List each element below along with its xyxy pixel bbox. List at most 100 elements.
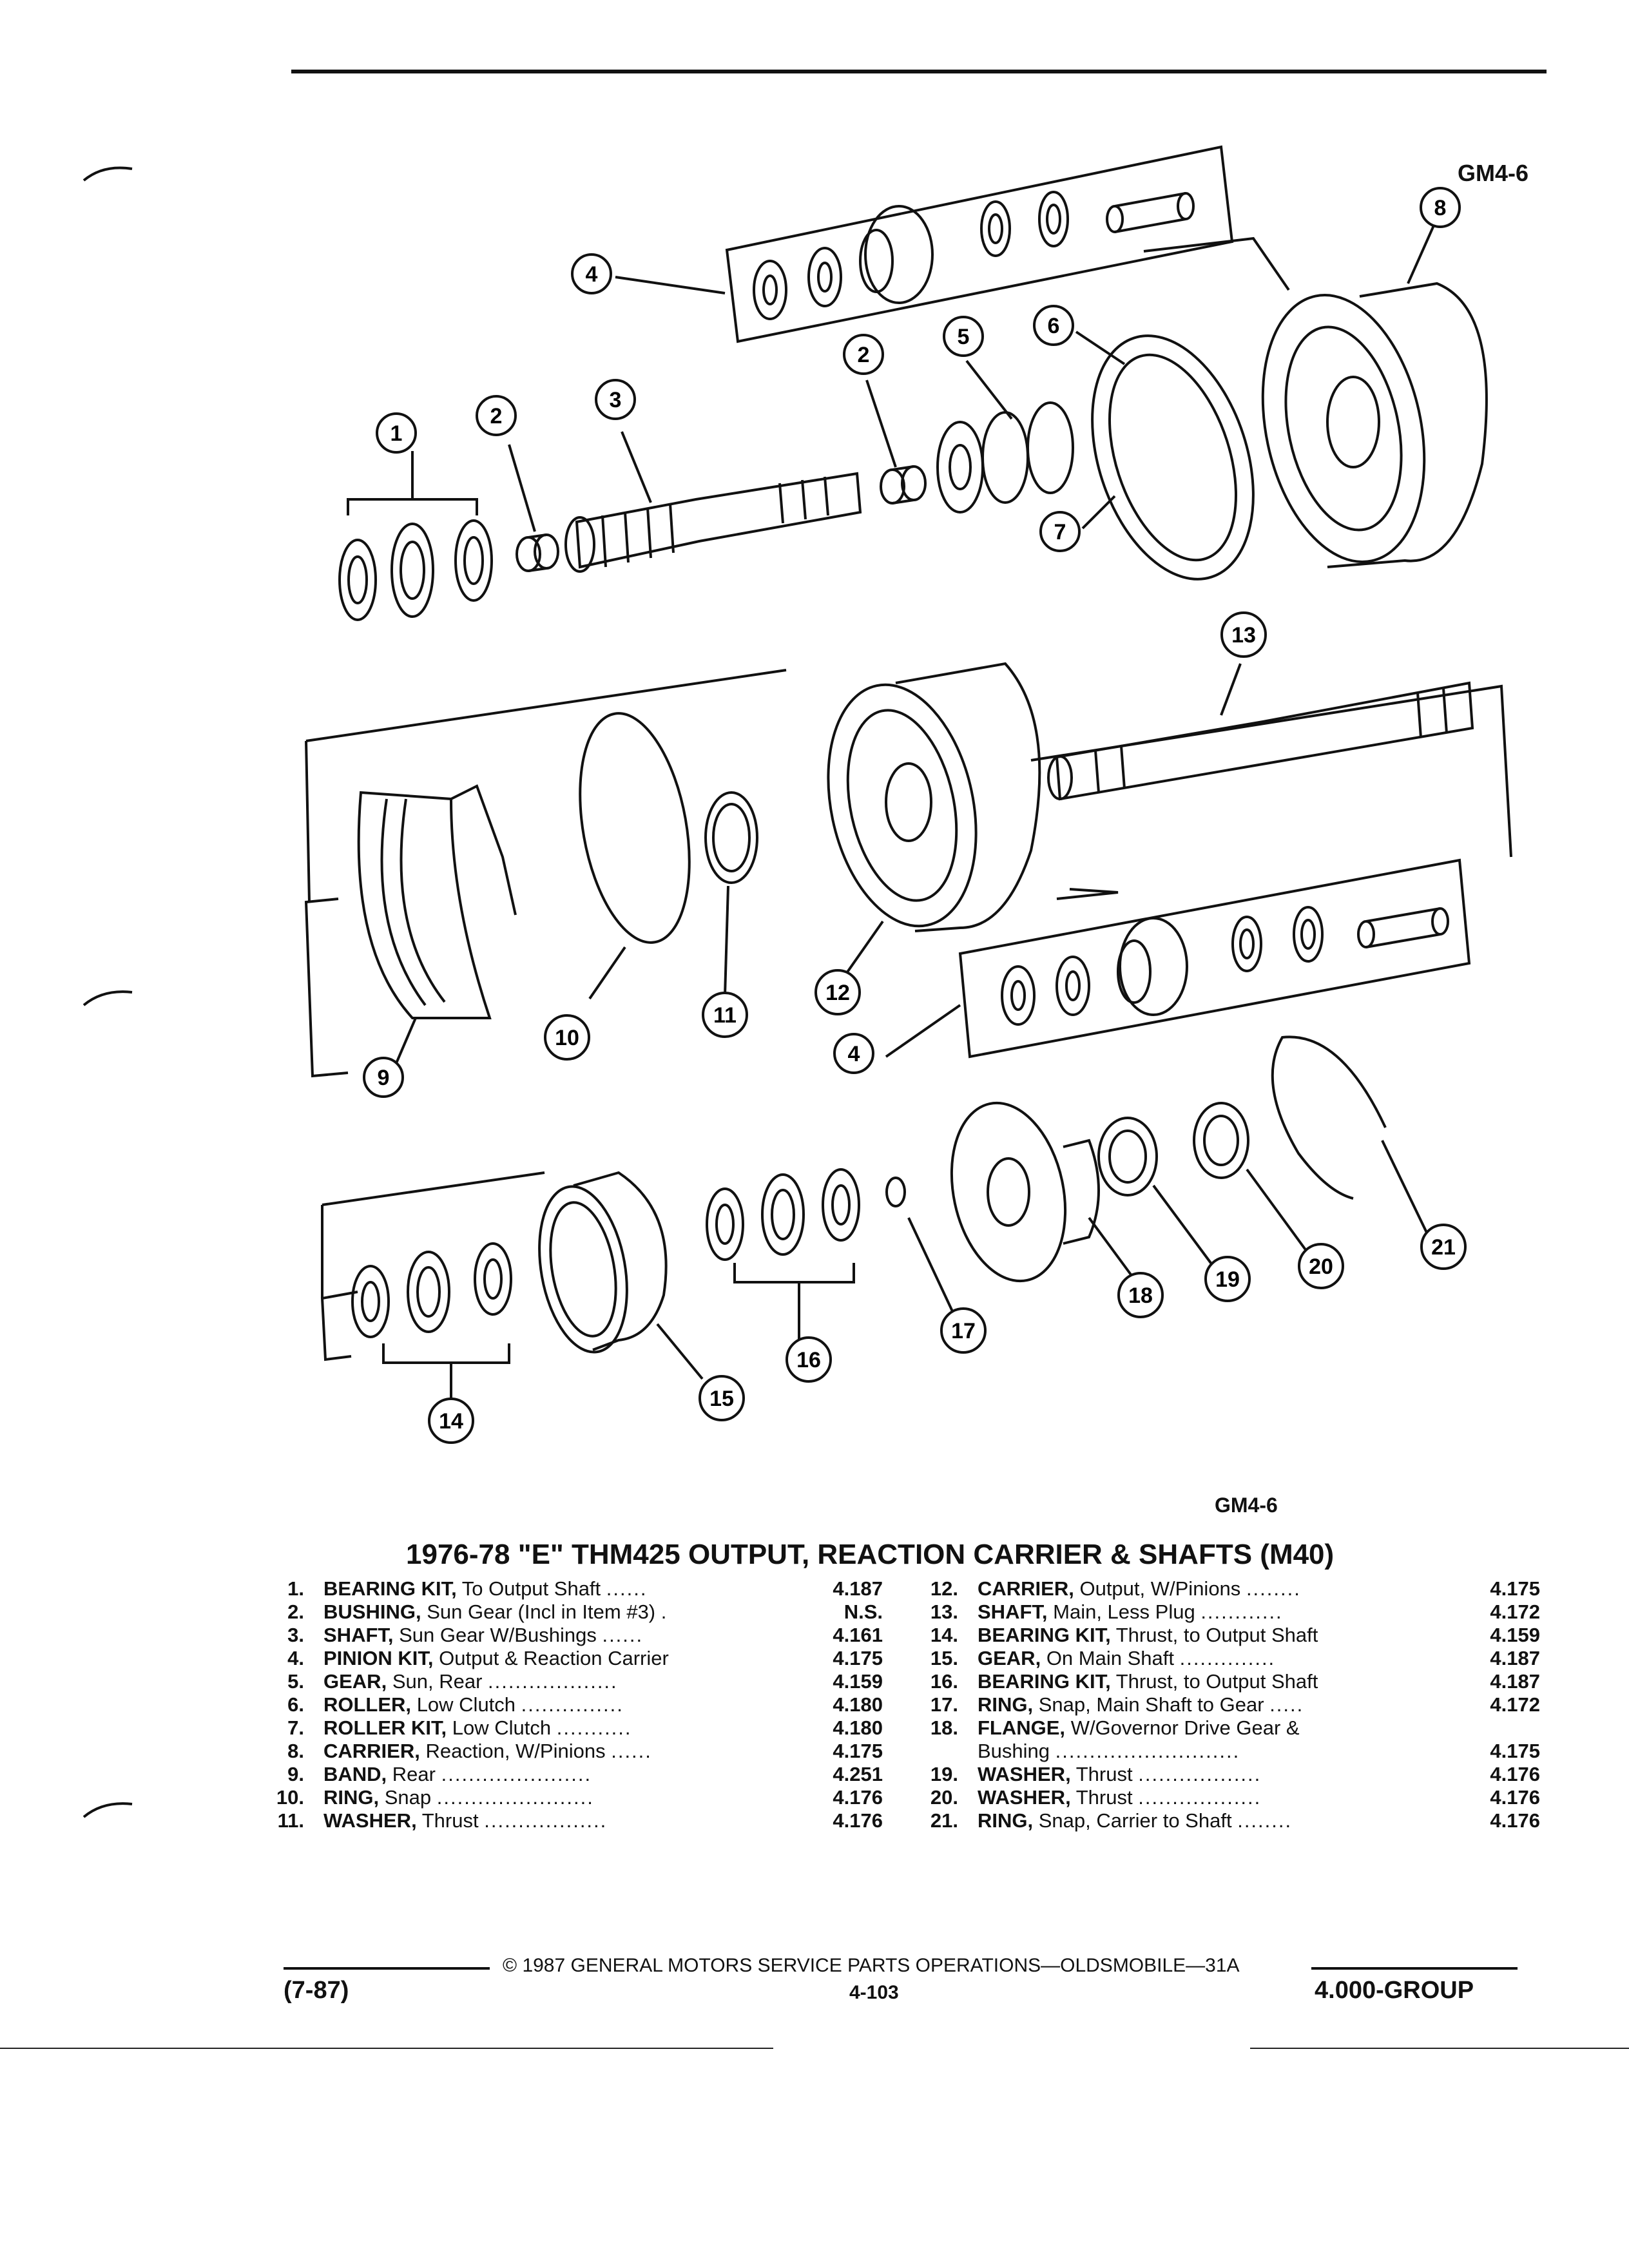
footer-rule-left xyxy=(284,1967,490,1970)
part-number: 9. xyxy=(287,1763,304,1785)
pinion-kit-4-top xyxy=(753,191,1195,320)
part-description: WASHER, Thrust .................. xyxy=(978,1763,1422,1786)
part-description: PINION KIT, Output & Reaction Carrier xyxy=(323,1647,762,1670)
group-number: 4.176 xyxy=(833,1809,883,1832)
footer-copyright: © 1987 GENERAL MOTORS SERVICE PARTS OPER… xyxy=(503,1955,1240,1976)
svg-text:15: 15 xyxy=(709,1387,734,1411)
main-shaft-gear-15 xyxy=(538,1171,668,1354)
part-detail: Bushing xyxy=(978,1740,1050,1762)
part-description: GEAR, Sun, Rear ................... xyxy=(323,1670,762,1693)
bottom-rule-right xyxy=(1250,2048,1629,2049)
part-detail: Thrust xyxy=(421,1809,479,1832)
dot-leader: ........ xyxy=(1246,1577,1301,1600)
svg-text:5: 5 xyxy=(958,325,970,349)
callout-16: 16 xyxy=(786,1336,832,1383)
callout-13: 13 xyxy=(1220,611,1267,658)
group-number: 4.161 xyxy=(833,1624,883,1646)
parts-list-row: 11.WASHER, Thrust ..................4.17… xyxy=(264,1809,883,1832)
part-number: 15. xyxy=(930,1647,958,1669)
part-name: SHAFT, xyxy=(323,1624,394,1646)
svg-text:8: 8 xyxy=(1434,196,1447,220)
part-detail: Sun Gear (Incl in Item #3) xyxy=(427,1600,656,1623)
part-detail: Reaction, W/Pinions xyxy=(425,1740,606,1762)
callout-8: 8 xyxy=(1420,187,1461,228)
svg-text:6: 6 xyxy=(1048,314,1060,338)
callouts: 1 2 3 4 2 5 6 7 8 13 9 10 11 12 4 14 15 … xyxy=(363,187,1467,1444)
part-detail: Output & Reaction Carrier xyxy=(439,1647,669,1669)
part-name: CARRIER, xyxy=(978,1577,1074,1600)
panel-bracket-mid xyxy=(304,898,349,1078)
part-description: FLANGE, W/Governor Drive Gear & xyxy=(978,1716,1422,1740)
dot-leader: ............... xyxy=(521,1693,624,1716)
dot-leader: ............ xyxy=(1200,1600,1283,1623)
part-name: BEARING KIT, xyxy=(978,1670,1111,1693)
group-number: 4.172 xyxy=(1490,1693,1540,1716)
thrust-washer-19 xyxy=(1097,1117,1158,1196)
callout-4-top: 4 xyxy=(571,253,612,294)
part-name: SHAFT, xyxy=(978,1600,1048,1623)
dot-leader: .................. xyxy=(1138,1763,1262,1785)
part-description: ROLLER, Low Clutch ............... xyxy=(323,1693,762,1716)
dot-leader: ....................... xyxy=(436,1786,594,1809)
bushing-2 xyxy=(516,533,559,572)
parts-list-row: 21.RING, Snap, Carrier to Shaft ........… xyxy=(918,1809,1540,1832)
dot-leader: ........ xyxy=(1237,1809,1293,1832)
callout-21: 21 xyxy=(1420,1224,1467,1270)
pinion-kit-4-mid xyxy=(1001,906,1449,1026)
part-name: GEAR, xyxy=(978,1647,1041,1669)
svg-text:2: 2 xyxy=(858,343,870,367)
part-name: RING, xyxy=(323,1786,380,1809)
dot-leader: ................... xyxy=(488,1670,618,1693)
part-description: RING, Snap ....................... xyxy=(323,1786,762,1809)
svg-text:4: 4 xyxy=(848,1042,860,1066)
part-detail: Thrust, to Output Shaft xyxy=(1115,1624,1318,1646)
part-name: ROLLER, xyxy=(323,1693,412,1716)
part-name: BEARING KIT, xyxy=(323,1577,457,1600)
group-number: 4.172 xyxy=(1490,1600,1540,1623)
part-number: 8. xyxy=(287,1740,304,1762)
parts-list-row: 10.RING, Snap .......................4.1… xyxy=(264,1786,883,1809)
governor-flange-18 xyxy=(950,1101,1100,1283)
group-number: 4.175 xyxy=(833,1740,883,1762)
callout-6: 6 xyxy=(1033,305,1074,346)
part-detail: To Output Shaft xyxy=(461,1577,601,1600)
part-description: RING, Snap, Main Shaft to Gear ..... xyxy=(978,1693,1422,1716)
group-number: 4.176 xyxy=(1490,1763,1540,1785)
sun-gear-shaft-3 xyxy=(564,472,862,573)
svg-text:10: 10 xyxy=(555,1026,579,1050)
callout-4-mid: 4 xyxy=(833,1033,874,1074)
svg-text:2: 2 xyxy=(490,404,503,428)
footer-group: 4.000-GROUP xyxy=(1315,1977,1474,2004)
part-name: BAND, xyxy=(323,1763,387,1785)
parts-list-row: 3.SHAFT, Sun Gear W/Bushings ......4.161 xyxy=(264,1624,883,1647)
parts-list-row: 12.CARRIER, Output, W/Pinions ........4.… xyxy=(918,1577,1540,1600)
parts-list-row: 19.WASHER, Thrust ..................4.17… xyxy=(918,1763,1540,1786)
callout-5: 5 xyxy=(943,316,984,357)
thrust-washer-20 xyxy=(1193,1102,1249,1179)
parts-list-row: 17. RING, Snap, Main Shaft to Gear ..... 4… xyxy=(918,1693,1540,1716)
parts-list-row: Bushing ...........................4.175 xyxy=(918,1740,1540,1763)
bearing-kit-1 xyxy=(338,519,493,621)
dot-leader: .................. xyxy=(1138,1786,1262,1809)
svg-text:12: 12 xyxy=(825,981,850,1005)
svg-text:16: 16 xyxy=(796,1348,821,1372)
footer-rule-right xyxy=(1311,1967,1518,1970)
group-number: 4.180 xyxy=(833,1693,883,1716)
callout-11: 11 xyxy=(702,992,748,1038)
svg-text:7: 7 xyxy=(1054,520,1066,544)
callout-10: 10 xyxy=(544,1014,590,1061)
part-number: 17. xyxy=(930,1693,958,1716)
callout-19: 19 xyxy=(1204,1256,1251,1302)
part-detail: On Main Shaft xyxy=(1046,1647,1174,1669)
group-number: 4.251 xyxy=(833,1763,883,1785)
exploded-parts-diagram: 1 2 3 4 2 5 6 7 8 13 9 10 11 12 4 14 15 … xyxy=(304,145,1512,1444)
callout-2: 2 xyxy=(476,395,517,436)
pinion-kit-panel-mid xyxy=(958,858,1471,1059)
group-number: 4.187 xyxy=(1490,1670,1540,1693)
bearing-kit-14 xyxy=(351,1242,512,1338)
callout-12: 12 xyxy=(815,969,861,1015)
pinion-kit-panel-top xyxy=(725,145,1234,343)
part-number: 7. xyxy=(287,1716,304,1739)
callout-14: 14 xyxy=(428,1398,474,1444)
parts-list-row: 14.BEARING KIT, Thrust, to Output Shaft … xyxy=(918,1624,1540,1647)
